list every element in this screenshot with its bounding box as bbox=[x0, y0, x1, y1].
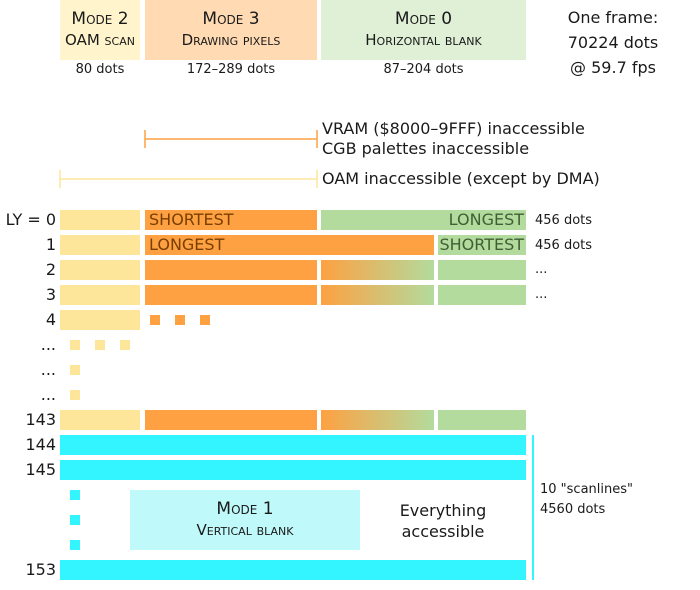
vram-access-note: VRAM ($8000–9FFF) inaccessible CGB palet… bbox=[322, 119, 585, 159]
vblank-dot bbox=[70, 515, 80, 525]
ly-label-145: 145 bbox=[25, 460, 56, 479]
mode3-title: Mode 3 bbox=[202, 9, 260, 29]
mode2-legend: Mode 2 OAM scan bbox=[60, 0, 140, 60]
ly-label-0: LY = 0 bbox=[5, 210, 56, 229]
ly2-side: ... bbox=[535, 262, 548, 277]
ly-label-153: 153 bbox=[25, 560, 56, 579]
mode0-subtitle: Horizontal blank bbox=[365, 31, 482, 49]
ly0-dots: 456 dots bbox=[535, 213, 593, 228]
ly2-variable-bar bbox=[321, 260, 434, 280]
ly-label-144: 144 bbox=[25, 435, 56, 454]
vblank-dot bbox=[70, 490, 80, 500]
ly3-mode0-bar bbox=[438, 285, 526, 305]
mode2-dots: 80 dots bbox=[75, 62, 125, 77]
ellipsis-label: ... bbox=[40, 385, 56, 404]
oam-bracket bbox=[59, 170, 318, 188]
ly0-longest-label: LONGEST bbox=[448, 210, 524, 229]
ellipsis-label: ... bbox=[40, 360, 56, 379]
ly0-mode2-bar bbox=[60, 210, 140, 230]
ly145-mode1-bar bbox=[60, 460, 526, 480]
vblank-note-line-2: 4560 dots bbox=[540, 502, 606, 517]
frame-line-1: One frame: bbox=[567, 8, 659, 27]
ly1-mode2-bar bbox=[60, 235, 140, 255]
frame-line-3: @ 59.7 fps bbox=[570, 58, 656, 77]
ly1-mode3-bar bbox=[145, 235, 434, 255]
vram-note-line-2: CGB palettes inaccessible bbox=[322, 139, 530, 158]
ellipsis-mode2-dot bbox=[70, 365, 80, 375]
ly1-dots: 456 dots bbox=[535, 238, 593, 253]
ellipsis-label: ... bbox=[40, 335, 56, 354]
vram-note-line-1: VRAM ($8000–9FFF) inaccessible bbox=[322, 119, 585, 138]
vblank-note: 10 "scanlines" 4560 dots bbox=[540, 480, 633, 520]
frame-line-2: 70224 dots bbox=[567, 33, 659, 52]
ly2-mode0-bar bbox=[438, 260, 526, 280]
everything-accessible-note: Everything accessible bbox=[378, 500, 508, 542]
ly0-shortest-label: SHORTEST bbox=[149, 210, 234, 229]
mode1-title: Mode 1 bbox=[216, 499, 274, 519]
ly143-mode2-bar bbox=[60, 410, 140, 430]
ly4-mode3-dot bbox=[150, 315, 160, 325]
ly-label-4: 4 bbox=[45, 310, 56, 329]
ly-label-3: 3 bbox=[45, 285, 56, 304]
ly0-mode3-bar bbox=[145, 210, 317, 230]
ly144-mode1-bar bbox=[60, 435, 526, 455]
ly1-shortest-label: SHORTEST bbox=[439, 235, 524, 254]
everything-line-2: accessible bbox=[401, 522, 485, 541]
ly4-mode2-bar bbox=[60, 310, 140, 330]
ly4-mode3-dot bbox=[200, 315, 210, 325]
ly3-mode3-bar bbox=[145, 285, 317, 305]
ly3-side: ... bbox=[535, 287, 548, 302]
mode3-legend: Mode 3 Drawing pixels bbox=[145, 0, 317, 60]
ly143-mode0-bar bbox=[438, 410, 526, 430]
vblank-note-line-1: 10 "scanlines" bbox=[540, 482, 633, 497]
ly-label-1: 1 bbox=[45, 235, 56, 254]
mode1-legend: Mode 1 Vertical blank bbox=[130, 490, 360, 550]
mode0-legend: Mode 0 Horizontal blank bbox=[321, 0, 526, 60]
mode2-title: Mode 2 bbox=[71, 9, 129, 29]
ly3-mode2-bar bbox=[60, 285, 140, 305]
ellipsis-mode2-dot bbox=[70, 390, 80, 400]
mode3-subtitle: Drawing pixels bbox=[181, 31, 281, 49]
mode2-subtitle: OAM scan bbox=[65, 31, 135, 49]
vblank-bracket bbox=[532, 435, 534, 580]
mode0-title: Mode 0 bbox=[394, 9, 453, 29]
oam-access-note: OAM inaccessible (except by DMA) bbox=[322, 169, 600, 188]
ly2-mode2-bar bbox=[60, 260, 140, 280]
ly3-variable-bar bbox=[321, 285, 434, 305]
ly1-longest-label: LONGEST bbox=[149, 235, 225, 254]
frame-info: One frame: 70224 dots @ 59.7 fps bbox=[548, 5, 678, 80]
ellipsis-mode2-dot bbox=[95, 340, 105, 350]
mode0-dots: 87–204 dots bbox=[383, 62, 464, 77]
everything-line-1: Everything bbox=[399, 501, 487, 520]
mode1-subtitle: Vertical blank bbox=[196, 521, 294, 539]
access-brackets bbox=[59, 130, 318, 188]
vram-bracket bbox=[144, 130, 318, 148]
vblank-dot bbox=[70, 540, 80, 550]
ly0-mode0-bar bbox=[321, 210, 526, 230]
ly143-variable-bar bbox=[321, 410, 434, 430]
ly4-mode3-dot bbox=[175, 315, 185, 325]
ly153-mode1-bar bbox=[60, 560, 526, 580]
ly2-mode3-bar bbox=[145, 260, 317, 280]
ly1-mode0-bar bbox=[438, 235, 526, 255]
ellipsis-mode2-dot bbox=[120, 340, 130, 350]
ly-label-2: 2 bbox=[45, 260, 56, 279]
ly-label-143: 143 bbox=[25, 410, 56, 429]
ellipsis-mode2-dot bbox=[70, 340, 80, 350]
ly143-mode3-bar bbox=[145, 410, 317, 430]
mode3-dots: 172–289 dots bbox=[186, 62, 276, 77]
